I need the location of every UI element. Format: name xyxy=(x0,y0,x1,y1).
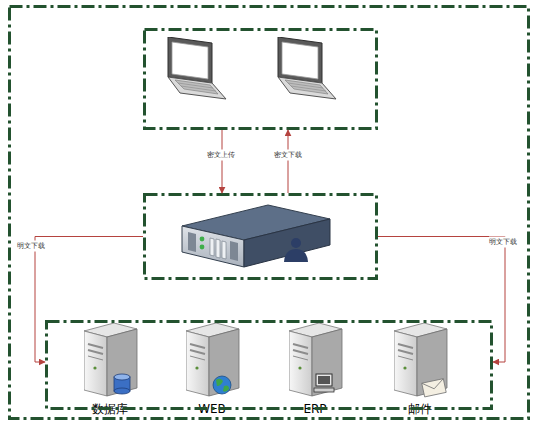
globe-badge xyxy=(213,376,231,394)
server-node: 数据库 xyxy=(75,324,145,416)
envelope xyxy=(422,379,446,397)
keyboard xyxy=(314,388,334,392)
drive-bay xyxy=(210,238,214,256)
server-icon xyxy=(289,323,342,396)
dash-dot-frame xyxy=(143,193,378,280)
user-body xyxy=(284,249,308,262)
server-icon xyxy=(394,323,447,396)
cylinder-base xyxy=(114,388,130,394)
monitor xyxy=(316,374,332,386)
dash-dot-frame xyxy=(45,320,493,410)
cylinder-body xyxy=(114,377,130,391)
group-border xyxy=(145,30,377,129)
gateway-group xyxy=(143,193,378,280)
connector-arrow xyxy=(288,130,289,193)
server-node: ERP xyxy=(280,324,350,416)
status-led xyxy=(200,245,205,250)
computer-badge xyxy=(314,374,334,392)
client-group xyxy=(143,28,378,130)
mail-badge xyxy=(422,379,446,397)
connector-arrow xyxy=(222,130,223,193)
globe xyxy=(213,376,231,394)
edge-label: 明文下载 xyxy=(17,241,45,252)
drive-bay xyxy=(216,239,220,258)
database-badge xyxy=(114,374,130,394)
connector-arrow xyxy=(35,237,143,363)
rack-front xyxy=(182,226,244,267)
rack-top xyxy=(182,205,330,240)
server-group: 数据库WEBERP邮件 xyxy=(45,320,493,410)
user-head xyxy=(291,238,301,248)
connector-arrow xyxy=(378,237,505,363)
drive-bay xyxy=(222,241,226,259)
outer-frame: 数据库 WEB ERP 邮件 xyxy=(8,5,530,420)
group-border xyxy=(47,322,492,409)
rack-server-icon xyxy=(182,205,330,267)
edge-label: 密文下载 xyxy=(274,150,302,161)
dash-dot-frame xyxy=(143,28,378,130)
laptop-icon xyxy=(278,37,336,99)
status-led xyxy=(200,237,205,242)
rack-handle xyxy=(188,232,196,252)
cylinder-top xyxy=(114,374,130,380)
globe-land xyxy=(223,385,229,391)
server-icon xyxy=(84,323,137,396)
edge-label: 明文下载 xyxy=(489,237,517,248)
group-border xyxy=(145,195,377,279)
edge-label: 密文上传 xyxy=(207,150,235,161)
envelope-flap xyxy=(422,379,445,391)
server-node: 邮件 xyxy=(385,324,455,416)
rack-handle xyxy=(230,241,238,261)
server-icon xyxy=(186,323,239,396)
monitor-screen xyxy=(318,376,330,384)
server-node: WEB xyxy=(177,324,247,416)
globe-land xyxy=(216,379,223,386)
rack-side xyxy=(244,219,330,267)
dash-dot-frame xyxy=(8,5,530,420)
group-border xyxy=(10,7,529,419)
laptop-icon xyxy=(168,37,226,99)
